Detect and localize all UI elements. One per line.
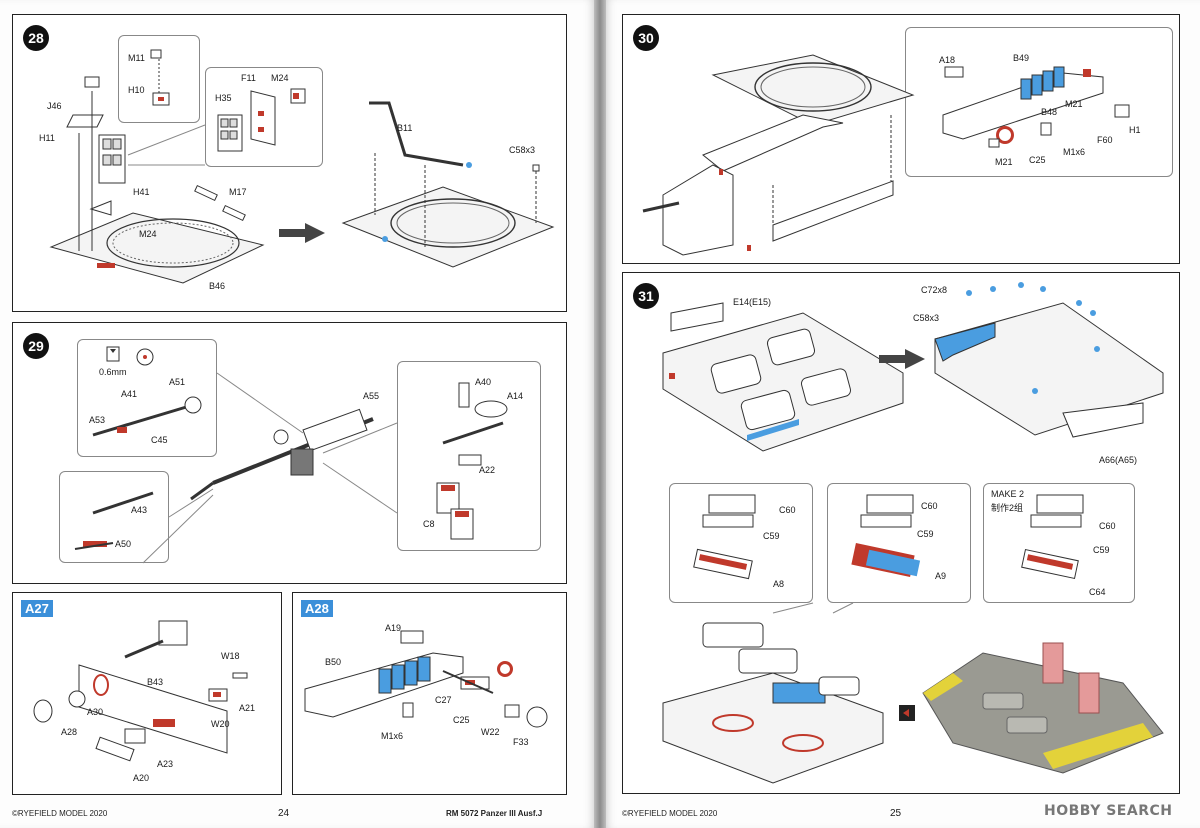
label-c59-b: C59 — [917, 529, 934, 539]
label-m21-top: M21 — [1065, 99, 1083, 109]
label-h11: H11 — [39, 133, 55, 143]
label-a50: A50 — [115, 539, 132, 549]
label-m24-callout: M24 — [271, 73, 289, 83]
label-a53: A53 — [89, 415, 106, 425]
hull-rear-drawing — [662, 282, 1164, 784]
label-drill: 0.6mm — [99, 367, 127, 377]
label-h35: H35 — [215, 93, 232, 103]
step-number: 31 — [633, 283, 659, 309]
footer-product: RM 5072 Panzer III Ausf.J — [446, 809, 543, 818]
label-b48: B48 — [1041, 107, 1058, 117]
label-a41: A41 — [121, 389, 138, 399]
step-29-panel: 29 — [12, 322, 567, 584]
watermark: HOBBY SEARCH — [1044, 803, 1173, 819]
a28-tag: A28 — [301, 600, 333, 617]
label-a43: A43 — [131, 505, 148, 515]
label-m1x6: M1x6 — [1063, 147, 1086, 157]
book-gutter — [594, 0, 606, 828]
label-c27: C27 — [435, 695, 452, 705]
label-a8: A8 — [773, 579, 785, 589]
label-a18: A18 — [939, 55, 956, 65]
label-c59-c: C59 — [1093, 545, 1110, 555]
label-a28: A28 — [61, 727, 78, 737]
label-a21: A21 — [239, 703, 256, 713]
a27-tag: A27 — [21, 600, 53, 617]
label-f11: F11 — [241, 73, 256, 83]
label-c45: C45 — [151, 435, 168, 445]
step-30-panel: 30 A18 B4 — [622, 14, 1180, 264]
label-j46: J46 — [47, 101, 62, 111]
label-f60: F60 — [1097, 135, 1113, 145]
label-a51: A51 — [169, 377, 186, 387]
a28-panel: A28 A19 B50 C27 C25 M1x6 W22 F33 — [292, 592, 567, 795]
left-page: 28 — [0, 0, 594, 828]
step-number: 28 — [23, 25, 49, 51]
label-m11: M11 — [128, 53, 145, 63]
label-m1x6: M1x6 — [381, 731, 404, 741]
label-h1: H1 — [1129, 125, 1141, 135]
label-a30: A30 — [87, 707, 104, 717]
label-a66: A66(A65) — [1099, 455, 1138, 465]
hull-deck-drawing — [49, 49, 555, 284]
label-c72: C72x8 — [921, 285, 948, 295]
label-f33: F33 — [513, 737, 529, 747]
label-b11: B11 — [397, 123, 413, 133]
label-b43: B43 — [147, 677, 164, 687]
label-c58: C58x3 — [913, 313, 940, 323]
step-31-panel: 31 — [622, 272, 1180, 794]
label-a22: A22 — [479, 465, 496, 475]
label-c59-a: C59 — [763, 531, 780, 541]
label-m24: M24 — [139, 229, 157, 239]
hull-front-drawing — [642, 54, 1130, 256]
gun-mount-drawing — [74, 346, 508, 564]
right-page: 30 A18 B4 — [606, 0, 1200, 828]
label-c25: C25 — [1029, 155, 1046, 165]
label-c64: C64 — [1089, 587, 1106, 597]
label-w20: W20 — [211, 719, 230, 729]
label-a23: A23 — [157, 759, 174, 769]
step-number: 30 — [633, 25, 659, 51]
label-w18: W18 — [221, 651, 240, 661]
label-e14: E14(E15) — [733, 297, 772, 307]
label-make2: MAKE 2 — [991, 489, 1025, 499]
a27-panel: A27 W18 B43 A30 A21 W20 A28 A23 A20 — [12, 592, 282, 795]
label-w22: W22 — [481, 727, 500, 737]
label-h10: H10 — [128, 85, 145, 95]
label-m21-bottom: M21 — [995, 157, 1013, 167]
a27-drawing — [33, 620, 248, 762]
label-make2-cn: 制作2组 — [991, 503, 1024, 513]
label-c60-c: C60 — [1099, 521, 1116, 531]
label-a14: A14 — [507, 391, 524, 401]
label-a9: A9 — [935, 571, 947, 581]
label-a40: A40 — [475, 377, 492, 387]
footer-copyright: ©RYEFIELD MODEL 2020 — [622, 809, 718, 818]
label-c58: C58x3 — [509, 145, 536, 155]
label-b49: B49 — [1013, 53, 1030, 63]
page-number: 24 — [278, 808, 290, 819]
label-b50: B50 — [325, 657, 342, 667]
label-c60-a: C60 — [779, 505, 796, 515]
footer-copyright: ©RYEFIELD MODEL 2020 — [12, 809, 108, 818]
label-a20: A20 — [133, 773, 150, 783]
label-m17: M17 — [229, 187, 247, 197]
label-c25: C25 — [453, 715, 470, 725]
page-number: 25 — [890, 808, 902, 819]
step-number: 29 — [23, 333, 49, 359]
label-c60-b: C60 — [921, 501, 938, 511]
label-h41: H41 — [133, 187, 150, 197]
label-c8: C8 — [423, 519, 435, 529]
a28-drawing — [304, 630, 548, 728]
label-b46: B46 — [209, 281, 226, 291]
label-a55: A55 — [363, 391, 380, 401]
step-28-panel: 28 — [12, 14, 567, 312]
label-a19: A19 — [385, 623, 402, 633]
